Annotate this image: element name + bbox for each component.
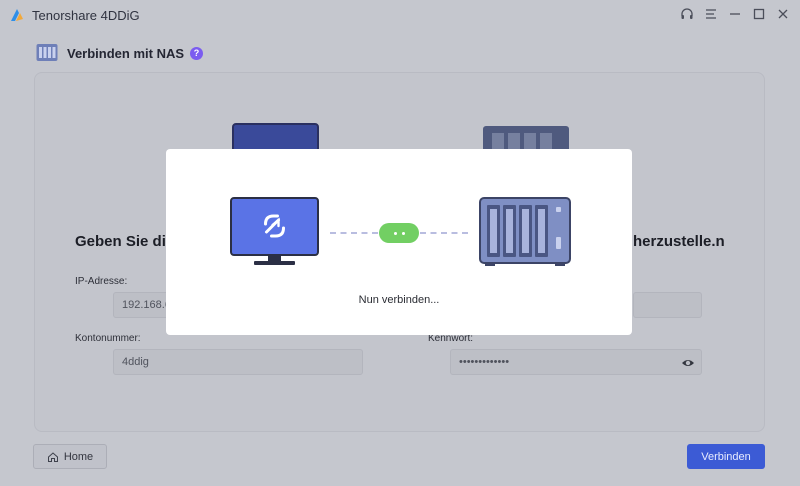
connection-status-text: Nun verbinden...	[358, 294, 440, 306]
connection-status-indicator	[379, 223, 419, 243]
form-heading: Geben Sie die	[75, 233, 175, 250]
app-logo-icon	[11, 9, 23, 21]
password-input[interactable]: •••••••••••••	[450, 349, 702, 375]
password-value: •••••••••••••	[459, 356, 510, 368]
title-bar: Tenorshare 4DDiG	[0, 0, 800, 30]
eye-icon[interactable]	[681, 356, 695, 370]
home-button-label: Home	[63, 450, 94, 463]
minimize-icon[interactable]	[726, 5, 744, 23]
account-label: Kontonummer:	[75, 333, 141, 344]
nas-icon	[36, 44, 58, 61]
maximize-icon[interactable]	[750, 5, 768, 23]
home-icon	[47, 451, 58, 462]
indicator-dot	[393, 231, 397, 235]
nas-device-icon	[479, 197, 571, 266]
menu-icon[interactable]	[702, 5, 720, 23]
section-header: Verbinden mit NAS ?	[36, 42, 204, 64]
password-label: Kennwort:	[428, 333, 474, 344]
connect-button-label: Verbinden	[701, 450, 751, 463]
ip-address-value: 192.168.6.	[122, 299, 174, 311]
connection-line-right	[420, 232, 468, 234]
app-title: Tenorshare 4DDiG	[32, 8, 140, 23]
close-icon[interactable]	[774, 5, 792, 23]
connect-button[interactable]: Verbinden	[687, 444, 765, 469]
computer-monitor-icon	[230, 197, 319, 265]
connecting-dialog: Nun verbinden...	[166, 149, 632, 335]
account-value: 4ddig	[122, 356, 149, 368]
ip-label: IP-Adresse:	[75, 276, 128, 287]
port-input[interactable]	[633, 292, 702, 318]
home-button[interactable]: Home	[33, 444, 107, 469]
form-heading-continuation: herzustelle.n	[633, 233, 725, 250]
connection-line-left	[330, 232, 378, 234]
headset-icon[interactable]	[678, 5, 696, 23]
indicator-dot	[401, 231, 405, 235]
account-input[interactable]: 4ddig	[113, 349, 363, 375]
window-controls	[678, 5, 792, 23]
page-title: Verbinden mit NAS	[67, 45, 185, 61]
help-icon[interactable]: ?	[190, 46, 204, 60]
